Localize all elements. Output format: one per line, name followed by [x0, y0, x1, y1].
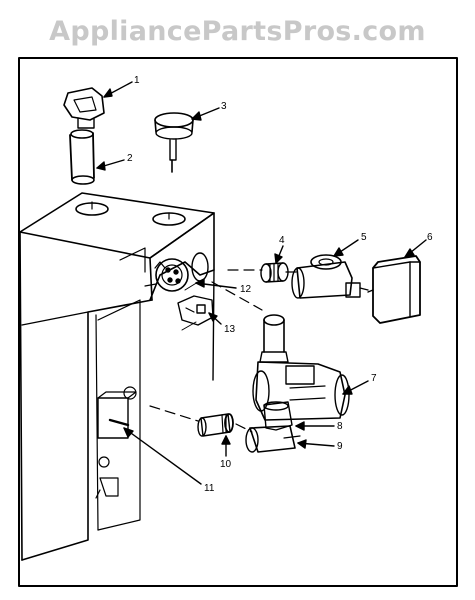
callout-9: 9: [337, 441, 343, 452]
part-3-knob: [154, 112, 194, 173]
part-5-tee: [291, 254, 369, 299]
callout-6: 6: [427, 232, 433, 243]
callout-10: 10: [220, 459, 232, 470]
callout-8: 8: [337, 421, 343, 432]
diagram-frame: [18, 57, 458, 587]
leader-arrows: [96, 81, 427, 485]
part-4-nipple: [260, 262, 289, 283]
callout-4: 4: [279, 235, 285, 246]
callout-2: 2: [127, 153, 133, 164]
part-8-9-elbow: [245, 401, 301, 453]
part-13-small-fitting: [177, 295, 214, 326]
part-10-nipple: [197, 413, 234, 437]
boiler-cabinet: [19, 192, 215, 561]
callout-5: 5: [361, 232, 367, 243]
part-6-control-box: [367, 255, 421, 324]
callout-7: 7: [371, 373, 377, 384]
callout-11: 11: [204, 483, 215, 494]
part-12-fitting: [144, 258, 189, 292]
watermark-text: AppliancePartsPros.com: [49, 16, 426, 47]
callout-1: 1: [134, 75, 140, 86]
assembly-lines: [149, 269, 297, 433]
callout-13: 13: [224, 324, 236, 335]
callout-12: 12: [240, 284, 252, 295]
callout-3: 3: [221, 101, 227, 112]
callout-labels: 1 2 3 4 5 6 7 8 9 10 11 12 13: [127, 75, 433, 494]
part-1-cap-fitting: [63, 87, 105, 129]
part-7-pump: [252, 314, 350, 421]
part-2-tube: [69, 129, 95, 185]
